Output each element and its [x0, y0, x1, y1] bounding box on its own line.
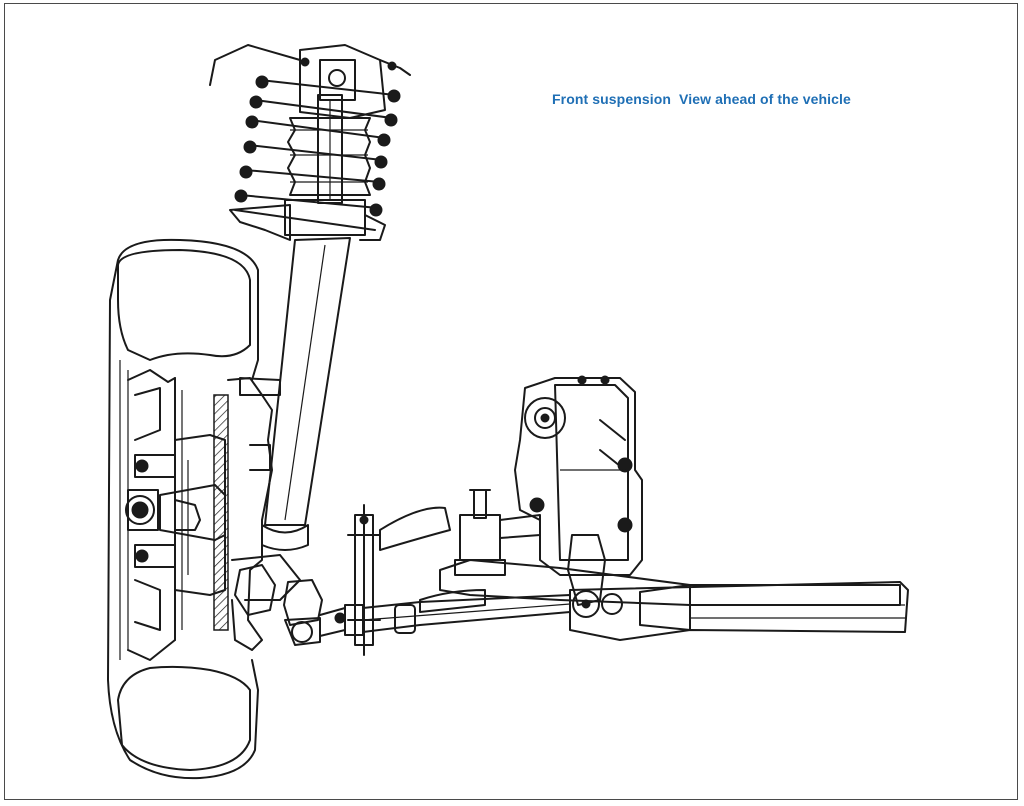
strut-top-mount [209, 44, 411, 204]
strut-tube [261, 237, 351, 551]
steering-knuckle [227, 377, 301, 651]
coil-spring [234, 75, 401, 231]
drop-link [347, 504, 381, 656]
brake-disc [213, 394, 229, 631]
bellows [229, 117, 386, 241]
tie-rod [319, 594, 571, 637]
ball-joint [234, 564, 323, 646]
pitman-arm [567, 534, 623, 618]
figure-caption: Front suspension View ahead of the vehic… [552, 91, 851, 107]
steering-gearbox [514, 375, 643, 576]
idler-mount [454, 489, 541, 576]
tyre [107, 238, 259, 780]
subframe [569, 581, 909, 641]
